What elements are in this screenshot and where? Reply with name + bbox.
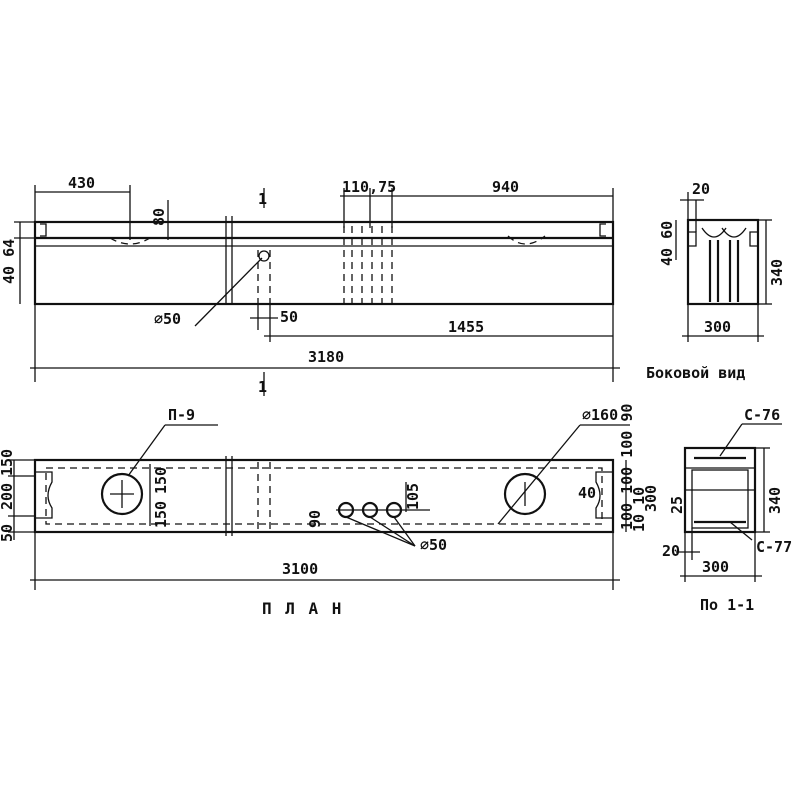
plan-dim-left-200: 200	[0, 483, 16, 510]
front-view: 430 80 1 110,75 940 40 64 ⌀50 50 1455 31…	[0, 174, 620, 396]
plan-loop-leader	[127, 424, 166, 477]
front-beam-outline	[33, 220, 615, 306]
side-view-caption: Боковой вид	[646, 364, 745, 382]
plan-view: П-9 ⌀160 ⌀50 105 90 150 150 150 200 50 4	[0, 404, 660, 618]
front-notch-right	[599, 223, 606, 237]
plan-caption: П Л А Н	[262, 599, 343, 618]
side-notch-right	[749, 231, 758, 247]
section-rebar-bottom-label: С-77	[756, 538, 792, 556]
plan-hole-leader	[497, 424, 581, 525]
section-leader-top	[719, 423, 743, 457]
side-notch-left	[688, 231, 697, 247]
side-dim-20-label: 20	[692, 180, 710, 198]
plan-dim-150-a: 150	[152, 467, 170, 494]
front-loop-left	[109, 237, 151, 245]
plan-small-leader-1	[345, 516, 416, 547]
dim-3180-label: 3180	[308, 348, 344, 366]
section-leader-bottom	[729, 521, 753, 541]
section-dim-340-label: 340	[766, 487, 784, 514]
hole-leader	[194, 257, 263, 327]
side-outline	[686, 218, 760, 306]
hole-50-label: ⌀50	[154, 310, 181, 328]
plan-notch-left	[35, 471, 53, 519]
plan-dim-right-300: 300	[642, 485, 660, 512]
section-mark-bottom: 1	[258, 378, 267, 396]
plan-dim-left-50: 50	[0, 524, 16, 542]
section-dim-25-label: 25	[668, 496, 686, 514]
dim-left-height-label: 40 64	[0, 239, 18, 284]
side-dim-340-label: 340	[768, 259, 786, 286]
dim-1455-label: 1455	[448, 318, 484, 336]
side-dim-left-label: 40 60	[658, 221, 676, 266]
plan-hole-circle-right	[503, 472, 547, 516]
section-inner	[691, 469, 749, 529]
plan-dim-right-10: 10 10	[630, 487, 648, 532]
dim-940-label: 940	[492, 178, 519, 196]
plan-dim-150-b: 150	[152, 501, 170, 528]
dim-110-75-label: 110,75	[342, 178, 396, 196]
section-caption: По 1-1	[700, 596, 754, 614]
plan-inner-hidden	[45, 467, 603, 525]
dim-80-label: 80	[150, 208, 168, 226]
front-notch-left	[40, 223, 47, 237]
plan-dim-left-150: 150	[0, 449, 16, 476]
front-hole-mark	[258, 250, 270, 262]
section-mark-top: 1	[258, 190, 267, 208]
section-rebar-top-label: С-76	[744, 406, 780, 424]
dim-430-label: 430	[68, 174, 95, 192]
plan-hole-160-label: ⌀160	[582, 406, 618, 424]
plan-loop-circle-left	[100, 472, 144, 516]
plan-loop-label: П-9	[168, 406, 195, 424]
plan-dim-40-label: 40	[578, 484, 596, 502]
plan-small-leader-2	[369, 516, 416, 547]
front-loop-right	[507, 235, 546, 245]
plan-notch-right	[595, 471, 613, 519]
plan-small-holes-label: ⌀50	[420, 536, 447, 554]
plan-dim-right-stack: 100 100 100 90	[618, 404, 636, 530]
plan-outline	[33, 458, 615, 534]
plan-small-leader-3	[393, 516, 416, 547]
plan-dim-90-label: 90	[306, 510, 324, 528]
section-view: С-76 С-77 25 340 20 300 По 1-1	[662, 406, 792, 614]
side-loop-b	[721, 227, 747, 238]
section-dim-20-label: 20	[662, 542, 680, 560]
section-dim-300-label: 300	[702, 558, 729, 576]
plan-dim-105-label: 105	[404, 483, 422, 510]
dim-50-label: 50	[280, 308, 298, 326]
plan-dim-3100-label: 3100	[282, 560, 318, 578]
side-view: 20 40 60 340 300 Боковой вид	[646, 180, 786, 382]
side-dim-300-label: 300	[704, 318, 731, 336]
